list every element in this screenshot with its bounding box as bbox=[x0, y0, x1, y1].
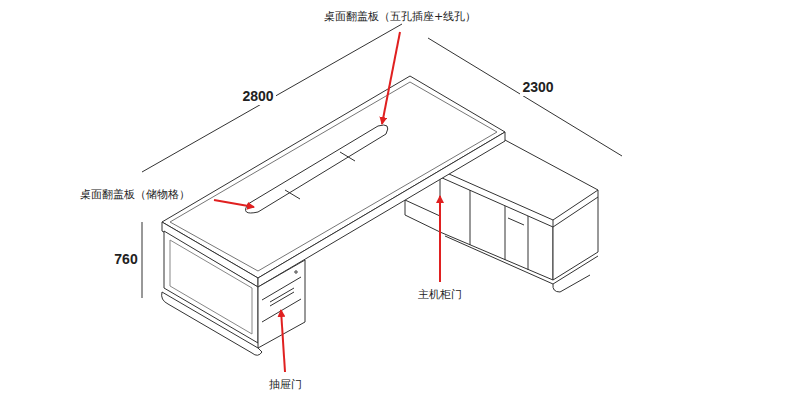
drawer-pedestal bbox=[258, 260, 305, 348]
dimension-text: 2800 bbox=[240, 88, 275, 105]
callout-label: 主机柜门 bbox=[416, 288, 464, 301]
end-panel bbox=[162, 231, 262, 355]
dimension-text: 2300 bbox=[520, 79, 555, 96]
desktop bbox=[162, 76, 505, 287]
leader-arrow bbox=[214, 200, 254, 207]
leader-arrow bbox=[382, 32, 400, 124]
callout-label: 桌面翻盖板（储物格） bbox=[78, 188, 192, 201]
leader-arrow bbox=[281, 310, 285, 372]
callout-label: 桌面翻盖板（五孔插座+线孔） bbox=[322, 10, 478, 23]
callout-label: 抽屉门 bbox=[267, 378, 304, 391]
dimension-line bbox=[142, 222, 143, 298]
leader-arrow bbox=[439, 196, 441, 282]
dimension-text: 760 bbox=[112, 251, 139, 268]
